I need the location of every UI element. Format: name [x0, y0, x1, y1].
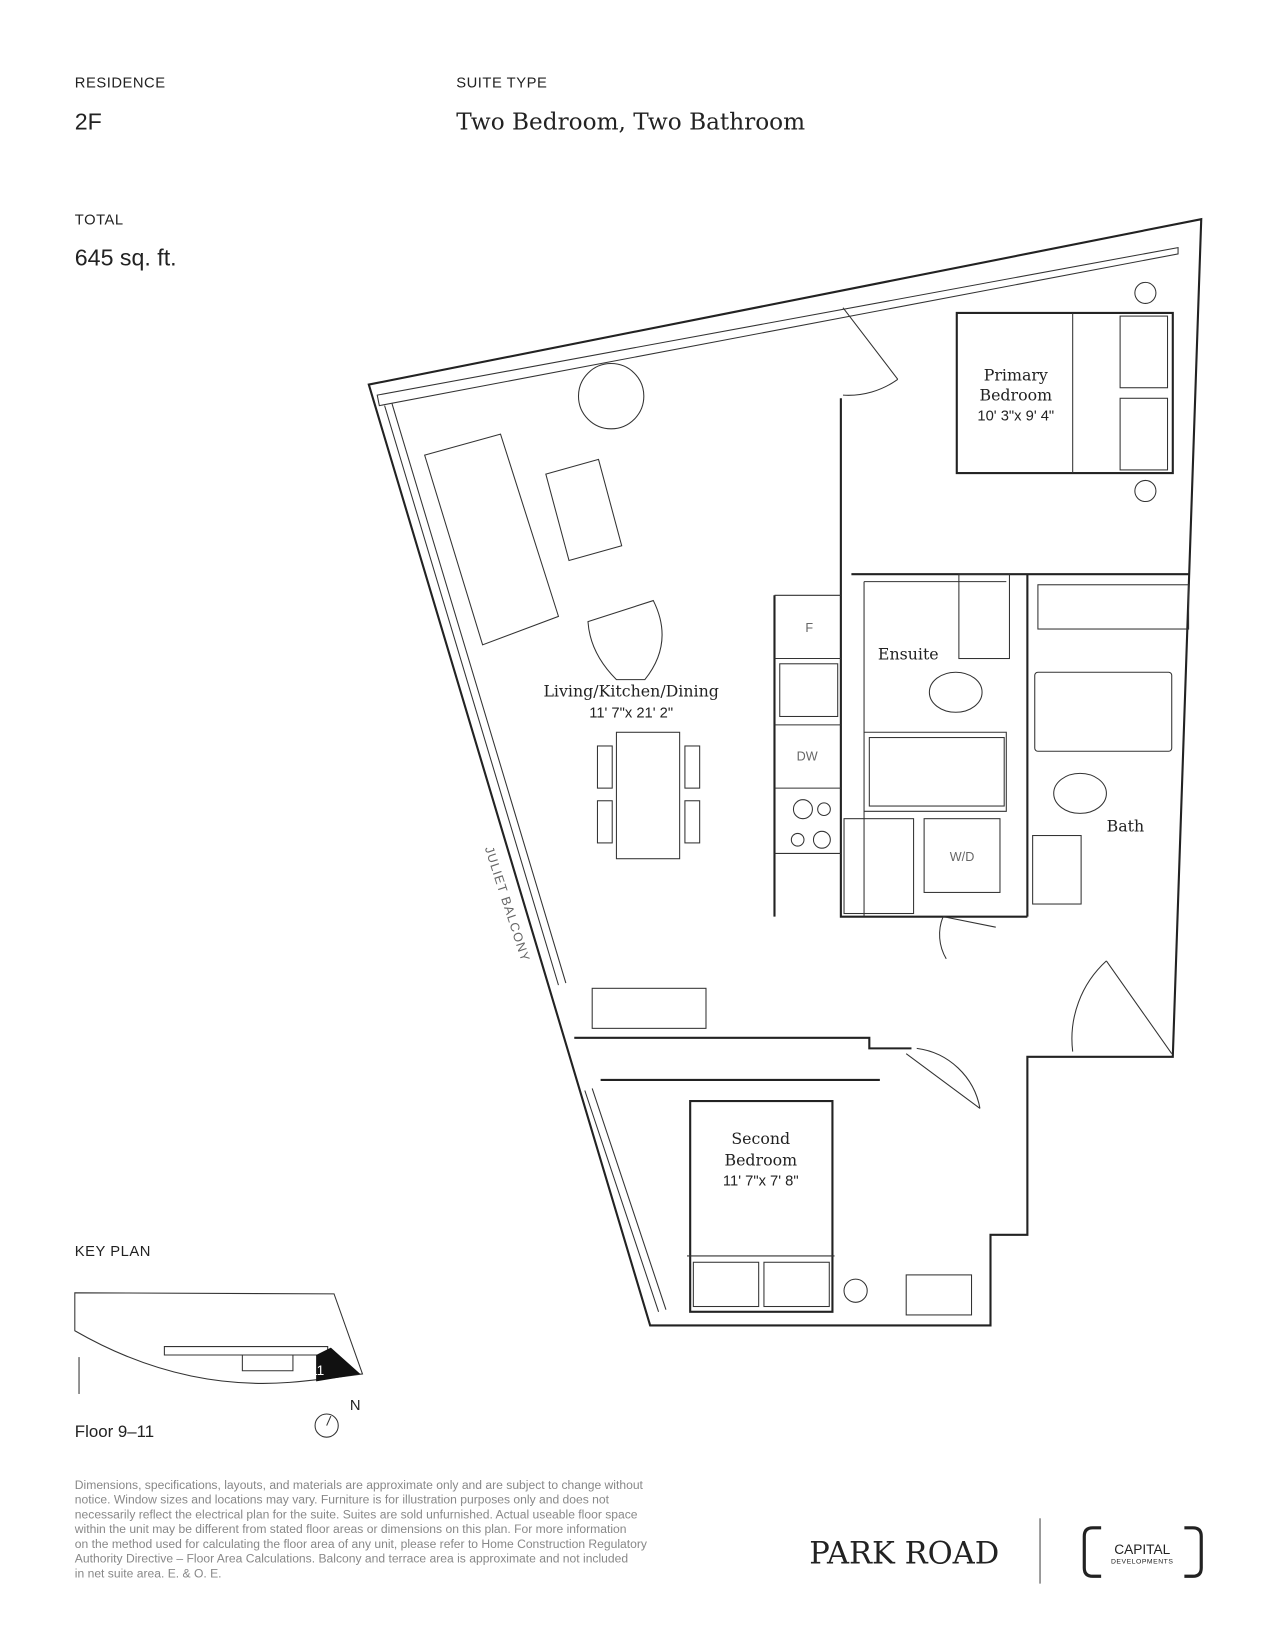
- bath-vanity: [1032, 835, 1082, 905]
- kitchen-cabinets: [774, 594, 841, 854]
- disclaimer-line: Authority Directive – Floor Area Calcula…: [75, 1552, 628, 1566]
- shower: [868, 737, 1005, 807]
- disclaimer-line: within the unit may be different from st…: [74, 1522, 627, 1536]
- dining-chair: [596, 800, 613, 844]
- window-wall-bottom-inner: [591, 1088, 667, 1310]
- linen-closet: [843, 818, 915, 915]
- key-plan-diagram: [74, 1292, 364, 1394]
- round-table: [577, 362, 645, 430]
- second-bedroom-name-1: Second: [731, 1129, 790, 1148]
- dining-table: [615, 731, 681, 860]
- suite-door: [1071, 960, 1173, 1054]
- interior-wall-second-bedroom: [574, 1036, 912, 1050]
- washer-dryer-label: W/D: [950, 850, 975, 864]
- second-bedroom-name-2: Bedroom: [724, 1150, 797, 1169]
- window-wall-left: [384, 405, 559, 986]
- residence-label: RESIDENCE: [75, 75, 166, 91]
- primary-bedroom-name-2: Bedroom: [979, 385, 1052, 404]
- window-wall-left-inner: [391, 403, 567, 984]
- washer-dryer-box: [923, 818, 1001, 893]
- disclaimer-line: on the method used for calculating the f…: [75, 1537, 648, 1551]
- nightstand-lamp: [1134, 281, 1157, 304]
- window-wall: [376, 246, 1179, 407]
- nightstand-lamp: [843, 1278, 868, 1303]
- capital-text: CAPITAL: [1114, 1542, 1170, 1557]
- primary-bed: [955, 311, 1174, 475]
- floor-plan: Primary Bedroom 10' 3"x 9' 4" Living/Kit…: [367, 217, 1203, 1327]
- armchair: [587, 599, 663, 681]
- interior-wall-core: [839, 398, 1028, 918]
- coffee-table: [545, 458, 623, 562]
- second-bedroom-closet: [905, 1274, 973, 1316]
- disclaimer-line: notice. Window sizes and locations may v…: [75, 1493, 610, 1507]
- key-plan-unit-number: 11: [310, 1363, 324, 1378]
- suite-type-label: SUITE TYPE: [456, 75, 547, 91]
- second-bedroom-dims: 11' 7"x 7' 8": [723, 1173, 799, 1189]
- closet-bath: [1037, 584, 1190, 630]
- ensuite-layout: [863, 581, 1007, 917]
- sofa: [423, 433, 560, 646]
- suite-type-value: Two Bedroom, Two Bathroom: [456, 109, 805, 136]
- dining-chair: [684, 800, 701, 844]
- disclaimer-line: in net suite area. E. & O. E.: [75, 1566, 222, 1580]
- kitchen-sink: [779, 663, 839, 718]
- ensuite-toilet: [928, 671, 983, 713]
- total-value: 645 sq. ft.: [75, 245, 177, 271]
- north-compass-icon: [314, 1413, 339, 1438]
- bath-toilet: [1053, 772, 1107, 814]
- capital-developments-logo: CAPITAL DEVELOPMENTS: [1082, 1526, 1203, 1578]
- media-console: [591, 987, 707, 1029]
- residence-value: 2F: [75, 109, 102, 135]
- dishwasher-label: DW: [797, 750, 818, 764]
- window-wall-bottom: [584, 1090, 660, 1312]
- exterior-wall: [367, 217, 1203, 1327]
- ensuite-label: Ensuite: [878, 645, 939, 664]
- living-name: Living/Kitchen/Dining: [543, 681, 718, 700]
- primary-bedroom-name-1: Primary: [984, 365, 1048, 384]
- second-bedroom-door: [905, 1047, 981, 1109]
- bathtub: [1034, 671, 1173, 752]
- north-label: N: [350, 1398, 361, 1414]
- north-arrow-icon: [326, 1415, 332, 1426]
- ensuite-vanity: [958, 573, 1010, 660]
- pillow: [1119, 315, 1169, 389]
- developments-text: DEVELOPMENTS: [1111, 1559, 1173, 1566]
- living-dims: 11' 7"x 21' 2": [589, 706, 673, 722]
- key-plan-title: KEY PLAN: [75, 1244, 151, 1260]
- pillow: [1119, 397, 1169, 471]
- pillow: [763, 1261, 830, 1308]
- cooktop: [790, 799, 831, 849]
- disclaimer-line: Dimensions, specifications, layouts, and…: [75, 1478, 644, 1492]
- total-label: TOTAL: [75, 212, 124, 228]
- second-bed: [689, 1100, 834, 1313]
- primary-bedroom-dims: 10' 3"x 9' 4": [977, 408, 1054, 424]
- dining-chair: [596, 745, 613, 789]
- disclaimer: Dimensions, specifications, layouts, and…: [74, 1478, 648, 1581]
- bath-label: Bath: [1107, 816, 1145, 835]
- wd-door: [939, 916, 996, 960]
- pillow: [692, 1261, 760, 1308]
- fridge-label: F: [805, 621, 813, 635]
- disclaimer-line: necessarily reflect the electrical plan …: [75, 1507, 638, 1521]
- entry-door: [842, 307, 899, 396]
- nightstand-lamp: [1134, 479, 1157, 503]
- park-road-logo: PARK ROAD: [809, 1537, 999, 1572]
- floor-label: Floor 9–11: [75, 1422, 154, 1441]
- dining-chair: [684, 745, 701, 789]
